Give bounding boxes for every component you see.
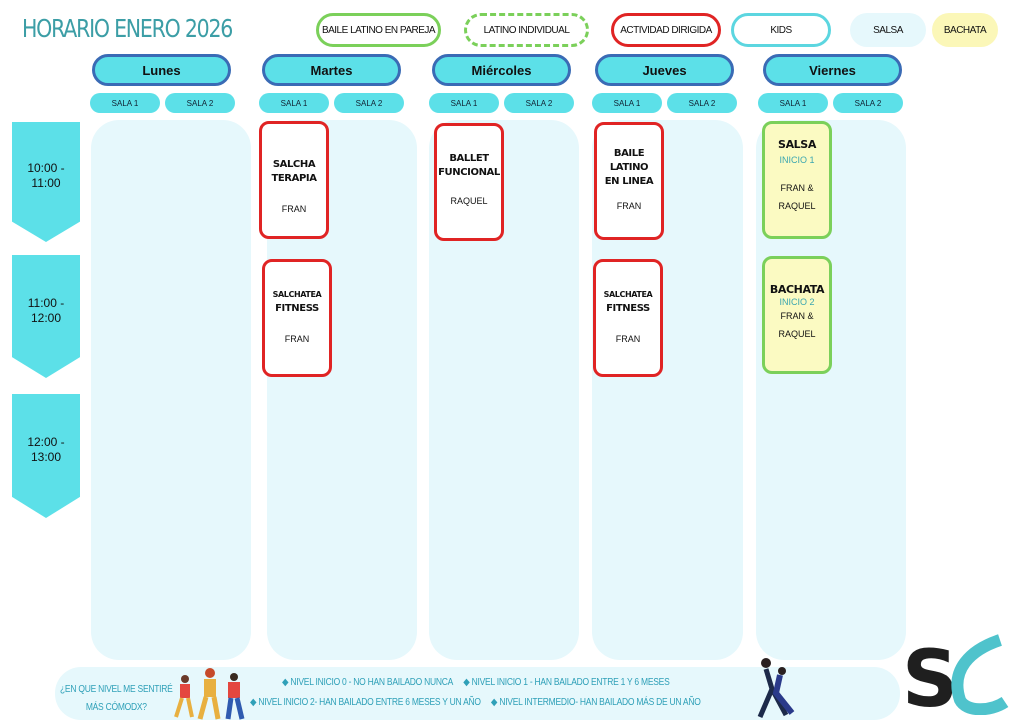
instructor: RAQUEL <box>778 329 816 339</box>
brand-logo: S <box>900 630 1015 724</box>
class-level: INICIO 2 <box>779 297 815 307</box>
level-item: ◆ NIVEL INICIO 2- HAN BAILADO ENTRE 6 ME… <box>250 697 481 708</box>
day-header-lunes: Lunes <box>92 54 231 86</box>
instructor: FRAN <box>284 334 310 344</box>
class-title: FITNESS <box>275 303 319 314</box>
level-text: NIVEL INICIO 1 - HAN BAILADO ENTRE 1 Y 6… <box>471 677 670 688</box>
day-header-miercoles: Miércoles <box>432 54 571 86</box>
class-title: BACHATA <box>769 283 825 296</box>
room-label: SALA 2 <box>165 93 235 113</box>
class-title: FITNESS <box>606 303 650 314</box>
column-lunes <box>91 120 251 660</box>
level-info-bar <box>55 667 900 720</box>
level-text: NIVEL INICIO 2- HAN BAILADO ENTRE 6 MESE… <box>258 697 481 708</box>
couple-dancers-illustration <box>757 658 795 718</box>
room-label: SALA 2 <box>504 93 574 113</box>
question-line: ¿EN QUE NIVEL ME SENTIRÉ <box>60 684 173 695</box>
level-text: NIVEL INTERMEDIO- HAN BAILADO MÁS DE UN … <box>499 697 701 708</box>
class-card-salchatea-fitness[interactable]: SALCHATEA FITNESS FRAN <box>593 259 663 377</box>
level-question: ¿EN QUE NIVEL ME SENTIRÉ MÁS CÓMODX? <box>60 681 173 717</box>
class-card-bachata[interactable]: BACHATA INICIO 2 FRAN & RAQUEL <box>762 256 832 374</box>
dancers-illustration <box>174 668 245 720</box>
instructor: RAQUEL <box>450 196 488 206</box>
class-title: FUNCIONAL <box>438 167 500 178</box>
instructor: RAQUEL <box>778 201 816 211</box>
instructor: FRAN & <box>780 311 814 321</box>
day-header-martes: Martes <box>262 54 401 86</box>
legend-actividad-dirigida: ACTIVIDAD DIRIGIDA <box>611 13 721 47</box>
class-title: EN LINEA <box>604 176 654 187</box>
class-title: BAILE <box>613 148 645 159</box>
instructor: FRAN <box>616 201 642 211</box>
day-header-viernes: Viernes <box>763 54 902 86</box>
class-level: INICIO 1 <box>779 155 815 165</box>
class-title: TERAPIA <box>271 173 317 184</box>
time-slot: 12:00 - 13:00 <box>12 394 80 518</box>
room-label: SALA 1 <box>758 93 828 113</box>
legend-bachata: BACHATA <box>932 13 998 47</box>
instructor: FRAN <box>615 334 641 344</box>
class-title: LATINO <box>609 162 649 173</box>
class-title: SALCHATEA <box>272 290 322 299</box>
time-slot: 11:00 - 12:00 <box>12 255 80 378</box>
class-card-salsa[interactable]: SALSA INICIO 1 FRAN & RAQUEL <box>762 121 832 239</box>
class-title: SALSA <box>778 138 816 151</box>
legend-baile-latino-pareja: BAILE LATINO EN PAREJA <box>316 13 441 47</box>
time-slot: 10:00 - 11:00 <box>12 122 80 242</box>
room-label: SALA 2 <box>833 93 903 113</box>
level-item: ◆ NIVEL INICIO 1 - HAN BAILADO ENTRE 1 Y… <box>463 677 670 688</box>
class-title: BALLET <box>449 153 489 164</box>
level-item: ◆ NIVEL INICIO 0 - NO HAN BAILADO NUNCA <box>282 677 454 688</box>
room-label: SALA 2 <box>667 93 737 113</box>
level-row-1: ◆ NIVEL INICIO 0 - NO HAN BAILADO NUNCA … <box>282 677 670 688</box>
day-header-jueves: Jueves <box>595 54 734 86</box>
room-label: SALA 2 <box>334 93 404 113</box>
legend-salsa: SALSA <box>850 13 926 47</box>
class-card-baile-latino-en-linea[interactable]: BAILE LATINO EN LINEA FRAN <box>594 122 664 240</box>
level-text: NIVEL INICIO 0 - NO HAN BAILADO NUNCA <box>290 677 454 688</box>
level-row-2: ◆ NIVEL INICIO 2- HAN BAILADO ENTRE 6 ME… <box>250 697 701 708</box>
room-label: SALA 1 <box>259 93 329 113</box>
legend-latino-individual: LATINO INDIVIDUAL <box>464 13 589 47</box>
page-title: HORARIO ENERO 2026 <box>22 14 233 43</box>
class-card-ballet-funcional[interactable]: BALLET FUNCIONAL RAQUEL <box>434 123 504 241</box>
class-card-salchatea-fitness[interactable]: SALCHATEA FITNESS FRAN <box>262 259 332 377</box>
instructor: FRAN <box>281 204 307 214</box>
class-card-salcha-terapia[interactable]: SALCHA TERAPIA FRAN <box>259 121 329 239</box>
question-line: MÁS CÓMODX? <box>85 702 147 713</box>
level-item: ◆ NIVEL INTERMEDIO- HAN BAILADO MÁS DE U… <box>490 697 701 708</box>
class-title: SALCHA <box>272 159 316 170</box>
room-label: SALA 1 <box>429 93 499 113</box>
logo-s: S <box>902 635 958 715</box>
room-label: SALA 1 <box>90 93 160 113</box>
legend-kids: KIDS <box>731 13 831 47</box>
class-title: SALCHATEA <box>603 290 653 299</box>
room-label: SALA 1 <box>592 93 662 113</box>
instructor: FRAN & <box>780 183 814 193</box>
